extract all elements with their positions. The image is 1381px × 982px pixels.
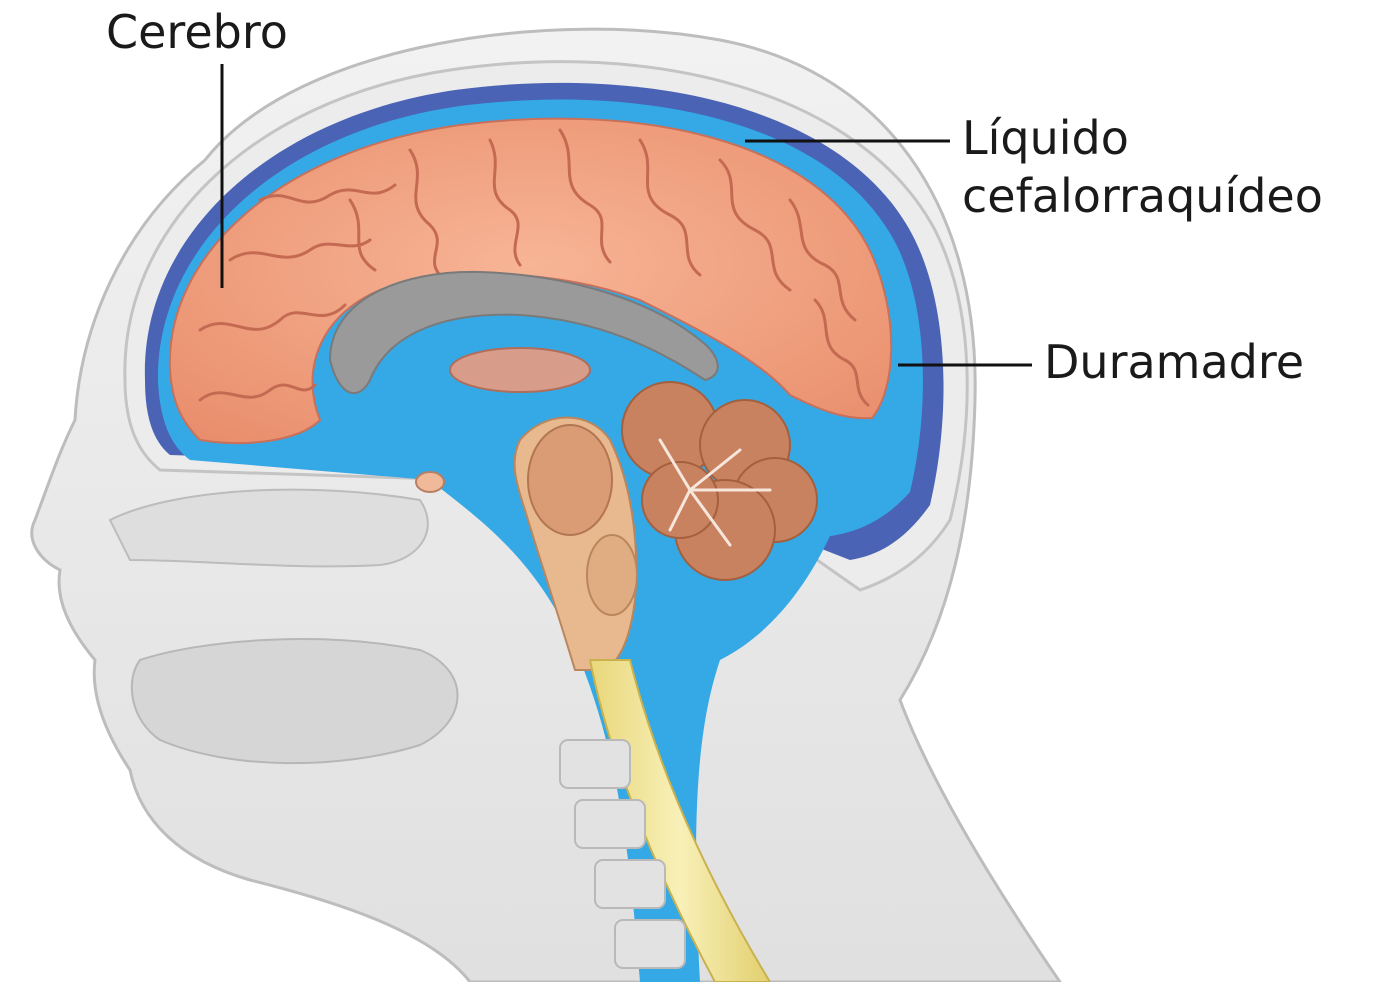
tongue bbox=[132, 639, 458, 763]
label-duramadre: Duramadre bbox=[1044, 334, 1304, 392]
label-liquido-line2: cefalorraquídeo bbox=[962, 168, 1323, 226]
label-cerebro: Cerebro bbox=[106, 4, 288, 62]
medulla bbox=[587, 535, 637, 615]
pons bbox=[528, 425, 612, 535]
pituitary bbox=[416, 472, 444, 492]
label-liquido-line1: Líquido bbox=[962, 110, 1323, 168]
label-liquido-cefalorraquideo: Líquido cefalorraquídeo bbox=[962, 110, 1323, 225]
thalamus bbox=[450, 348, 590, 392]
